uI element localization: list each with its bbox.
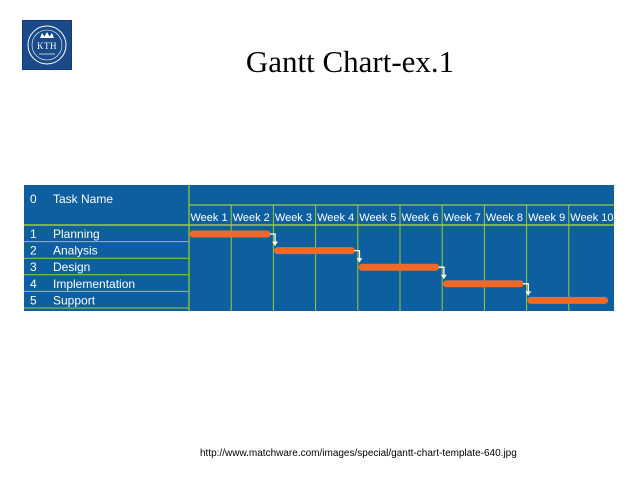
- task-id: 2: [30, 244, 37, 258]
- week-label: Week 8: [486, 212, 523, 224]
- gantt-svg: Week 1 Week 2 Week 3 Week 4 Week 5 Week 6 Week…: [24, 185, 614, 311]
- dependency-arrowhead: [525, 291, 532, 296]
- header-id: 0: [30, 192, 37, 206]
- task-id: 4: [30, 277, 37, 291]
- task-name: Analysis: [53, 244, 98, 258]
- task-id: 1: [30, 227, 37, 241]
- task-name: Support: [53, 293, 96, 307]
- crown-emblem-icon: [27, 25, 67, 65]
- dependency-arrowhead: [272, 241, 279, 246]
- slide-title: Gantt Chart-ex.1: [245, 44, 455, 79]
- task-name: Design: [53, 260, 90, 274]
- task-id: 5: [30, 293, 37, 307]
- dependency-arrowhead: [440, 274, 447, 279]
- task-name: Planning: [53, 227, 100, 241]
- header-label: Task Name: [53, 192, 113, 206]
- week-label: Week 10: [570, 212, 613, 224]
- week-label: Week 3: [275, 212, 312, 224]
- source-url: http://www.matchware.com/images/special/…: [200, 448, 517, 459]
- week-label: Week 4: [317, 212, 354, 224]
- dependency-arrowhead: [356, 258, 363, 263]
- task-name: Implementation: [53, 277, 135, 291]
- week-label: Week 5: [359, 212, 396, 224]
- week-label: Week 9: [528, 212, 565, 224]
- week-label: Week 2: [233, 212, 270, 224]
- logo-text: KTH: [37, 41, 57, 51]
- kth-logo: KTH: [22, 20, 72, 70]
- gantt-chart: Week 1 Week 2 Week 3 Week 4 Week 5 Week 6 Week…: [24, 185, 614, 311]
- week-label: Week 7: [444, 212, 481, 224]
- week-label: Week 6: [402, 212, 439, 224]
- task-id: 3: [30, 260, 37, 274]
- week-label: Week 1: [191, 212, 228, 224]
